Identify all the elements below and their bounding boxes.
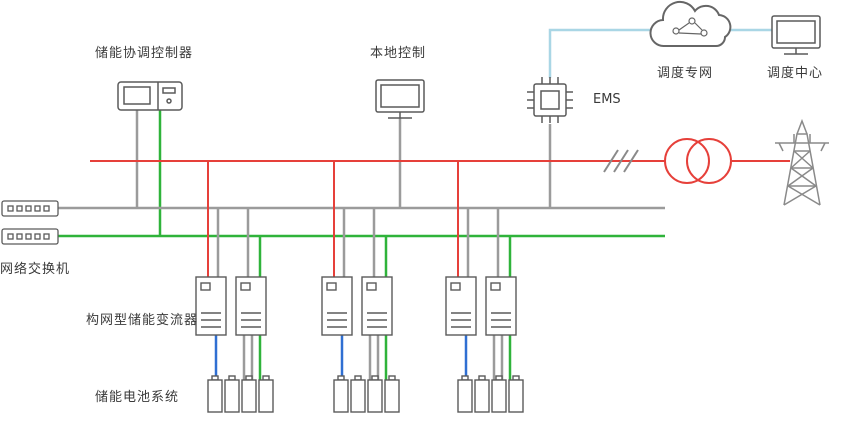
dc-link-lines: [214, 335, 468, 382]
ac-power-line: [90, 160, 790, 277]
transformer-icon: [664, 138, 732, 184]
battery-group-3-icon: [457, 375, 524, 413]
label-dispatch-center: 调度中心: [767, 66, 824, 81]
cloud-network-nodes: [672, 17, 708, 37]
dispatch-network-cloud-icon: [649, 0, 732, 48]
converter-group-2-icon: [321, 276, 393, 336]
label-dispatch-network: 调度专网: [657, 66, 714, 81]
coordinator-controller-icon: [117, 81, 183, 111]
gray-network-bus: [58, 110, 665, 382]
battery-group-1-icon: [207, 375, 274, 413]
label-ems: EMS: [593, 92, 621, 107]
network-switch-bottom-icon: [1, 228, 59, 245]
green-network-bus: [58, 110, 665, 382]
network-switch-icons: [1, 200, 59, 245]
battery-group-2-icon: [333, 375, 400, 413]
label-battery-system: 储能电池系统: [95, 390, 180, 405]
label-local-control: 本地控制: [370, 46, 427, 61]
dispatch-center-monitor-icon: [771, 15, 821, 55]
transmission-tower-icon: [775, 118, 829, 206]
label-coordinator-controller: 储能协调控制器: [95, 46, 194, 61]
label-converter: 构网型储能变流器: [86, 313, 199, 328]
ems-chip-icon: [527, 77, 573, 123]
converter-group-1-icon: [195, 276, 267, 336]
label-network-switch: 网络交换机: [0, 262, 71, 277]
line-break-icon: [603, 149, 639, 173]
network-switch-top-icon: [1, 200, 59, 217]
local-control-monitor-icon: [375, 79, 425, 119]
converter-group-3-icon: [445, 276, 517, 336]
